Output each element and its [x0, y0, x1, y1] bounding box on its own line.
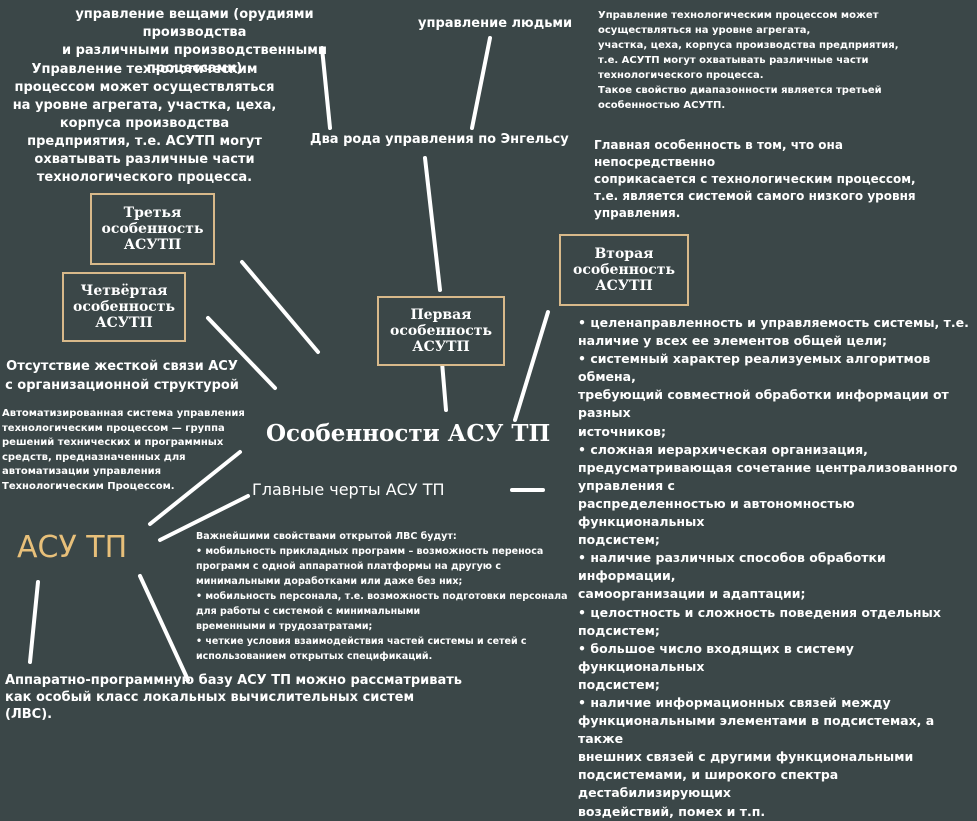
engels-title: Два рода управления по Энгельсу [310, 132, 569, 147]
second-feature-box: Вторая особенность АСУТП [559, 234, 689, 306]
connector-second [513, 310, 550, 422]
connector-engels-center [423, 156, 442, 292]
main-features-title: Главные черты АСУ ТП [252, 480, 445, 499]
lvs-properties-text: Важнейшими свойствами открытой ЛВС будут… [196, 531, 568, 662]
first-feature-detail: Главная особенность в том, что она непос… [594, 138, 916, 220]
definition-text: Автоматизированная система управления те… [2, 408, 245, 492]
connector-lines [28, 36, 550, 682]
third-feature-detail: Управление технологическим процессом мож… [12, 62, 277, 185]
list-item: • целостность и сложность поведения отде… [578, 604, 941, 638]
list-item: • наличие информационных связей между фу… [578, 694, 935, 819]
fourth-feature-box: Четвёртая особенность АСУТП [62, 272, 186, 342]
connector-fourth [206, 316, 277, 390]
engels-things-text: управление вещами (орудиями производства… [61, 7, 328, 76]
connector-engels-people [470, 36, 492, 130]
connector-third [240, 260, 320, 354]
fourth-feature-detail: Отсутствие жесткой связи АСУ с организац… [5, 359, 239, 393]
connector-definition [148, 450, 242, 526]
list-item: • наличие различных способов обработки и… [578, 550, 886, 602]
second-feature-list: • целенаправленность и управляемость сис… [578, 314, 977, 821]
third-feature-detail-small: Управление технологическим процессом мож… [598, 10, 899, 111]
list-item: • большое число входящих в систему функц… [578, 640, 854, 692]
engels-people-text: управление людьми [418, 16, 573, 31]
hardware-base-text: Аппаратно-программную базу АСУ ТП можно … [5, 673, 463, 722]
list-item: • системный характер реализуемых алгорит… [578, 351, 949, 439]
asu-tp-label: АСУ ТП [17, 530, 128, 565]
first-feature-box: Первая особенность АСУТП [377, 296, 505, 366]
connector-first [440, 360, 448, 412]
connector-main-to-asu [158, 494, 250, 542]
connector-asu-hardware [138, 574, 190, 682]
connector-engels-things [320, 46, 332, 130]
connector-asu-left [28, 580, 40, 664]
list-item: • целенаправленность и управляемость сис… [578, 315, 969, 349]
third-feature-box: Третья особенность АСУТП [90, 193, 215, 265]
list-item: • сложная иерархическая организация, пре… [578, 441, 958, 548]
central-title: Особенности АСУ ТП [266, 420, 551, 447]
